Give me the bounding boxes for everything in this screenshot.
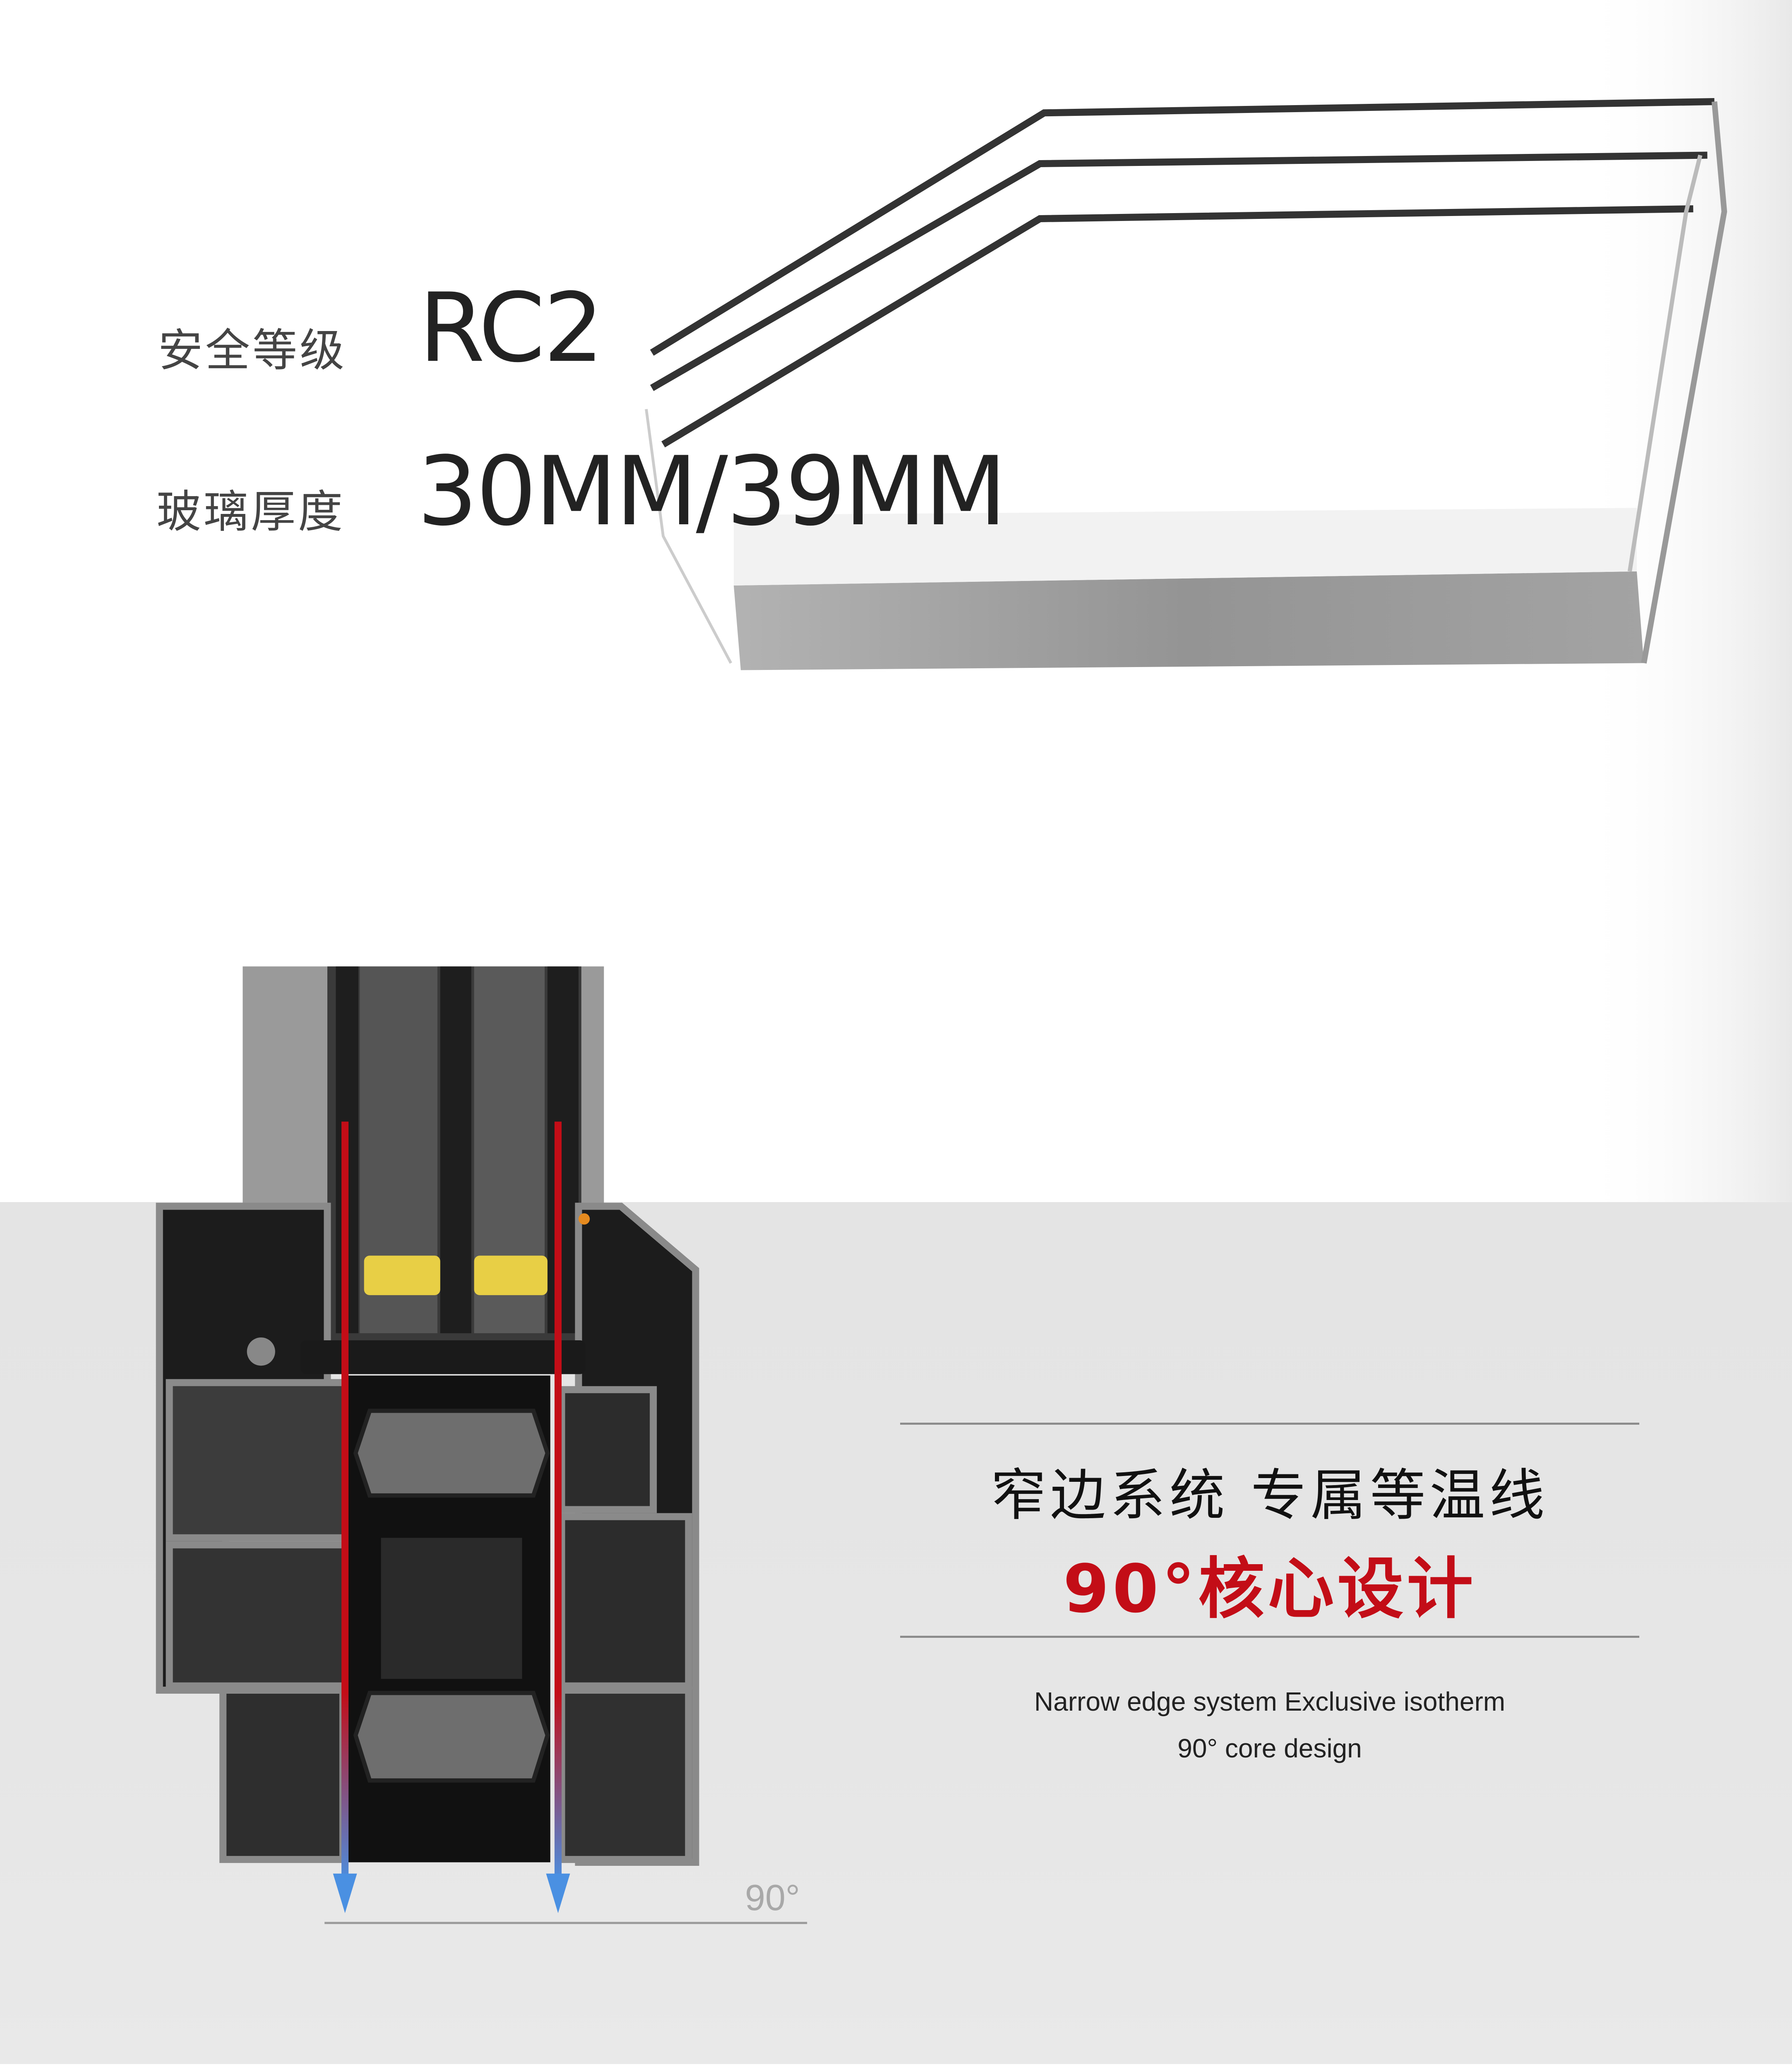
divider-bottom — [900, 1636, 1639, 1638]
thermal-gasket — [364, 1255, 440, 1295]
divider-top — [900, 1423, 1639, 1425]
feature-english-line1: Narrow edge system Exclusive isotherm — [1034, 1687, 1506, 1716]
spec-label-security: 安全等级 — [158, 325, 347, 377]
feature-english-line2: 90° core design — [1177, 1733, 1362, 1763]
spec-value-glass-thickness: 30MM/39MM — [417, 437, 1007, 547]
triple-glass-pane-icon — [645, 98, 1727, 670]
isotherm-arrow-icon — [333, 1121, 570, 1913]
spec-label-glass-thickness: 玻璃厚度 — [156, 486, 346, 538]
spec-value-security: RC2 — [419, 273, 604, 384]
window-profile-cross-section-icon — [156, 966, 699, 1866]
feature-title: 窄边系统 专属等温线 — [990, 1463, 1549, 1528]
angle-label: 90° — [745, 1877, 800, 1918]
thermal-gasket — [474, 1255, 548, 1295]
feature-highlight: 90°核心设计 — [1063, 1550, 1477, 1627]
